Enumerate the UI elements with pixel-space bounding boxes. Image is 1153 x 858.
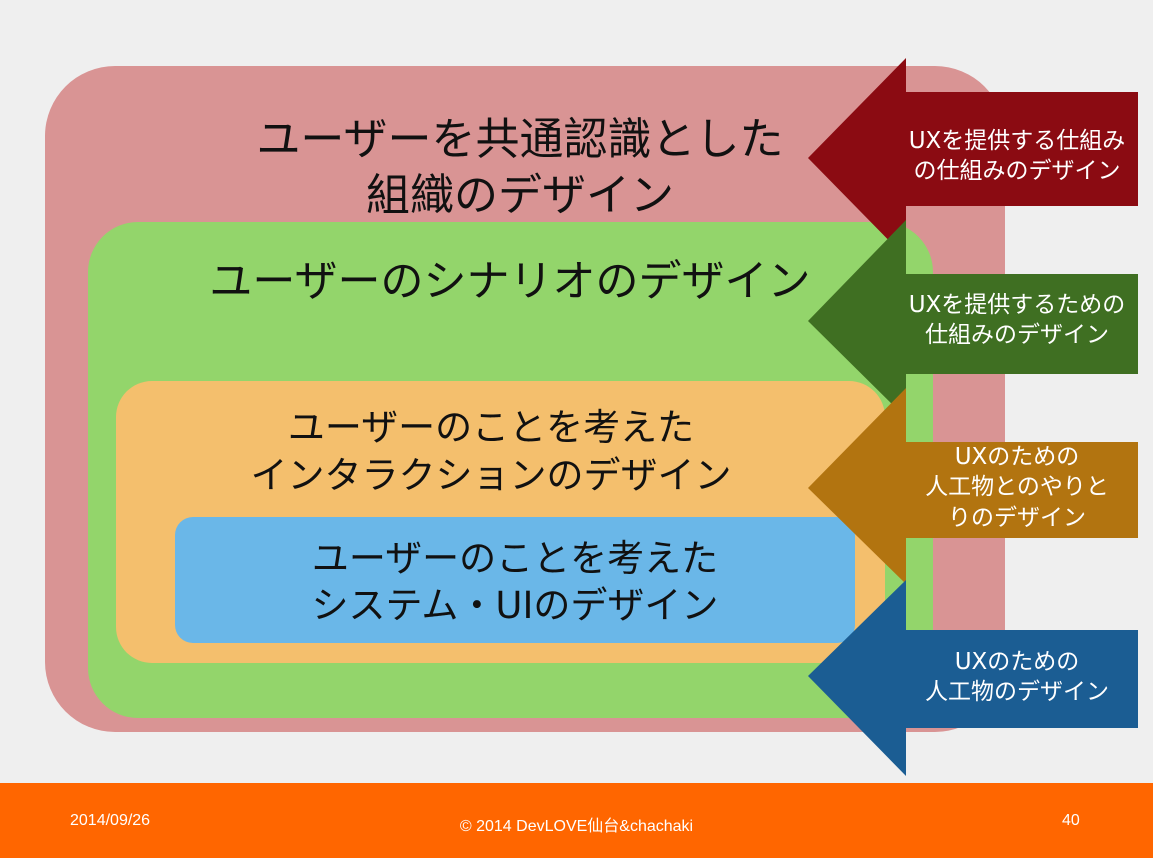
- layer-organization-title: ユーザーを共通認識とした組織のデザイン: [256, 114, 784, 221]
- layer-scenario-title: ユーザーのシナリオのデザイン: [209, 257, 811, 307]
- layer-interaction-title: ユーザーのことを考えたインタラクションのデザイン: [250, 406, 732, 498]
- footer-page-number: 40: [1062, 812, 1080, 829]
- layer-system-ui-title: ユーザーのことを考えたシステム・UIのデザイン: [311, 537, 719, 627]
- footer-copyright: © 2014 DevLOVE仙台&chachaki: [459, 818, 694, 835]
- layer-system-ui-box: [175, 517, 855, 643]
- arrow-interaction-shape: [808, 388, 1138, 584]
- footer-date: 2014/09/26: [70, 812, 151, 829]
- arrow-scenario: UXを提供するための仕組みのデザイン: [808, 220, 1153, 420]
- arrow-organization: UXを提供する仕組みの仕組みのデザイン: [808, 58, 1153, 258]
- arrow-system-ui-label: UXのための人工物のデザイン: [925, 649, 1109, 706]
- arrow-interaction-label: UXのための人工物とのやりとりのデザイン: [925, 444, 1109, 531]
- arrow-system-ui: UXのための人工物のデザイン: [808, 580, 1153, 780]
- arrow-organization-shape: [808, 58, 1138, 258]
- slide-footer: 2014/09/26 © 2014 DevLOVE仙台&chachaki 40: [0, 783, 1153, 858]
- arrow-interaction: UXのための人工物とのやりとりのデザイン: [808, 388, 1153, 588]
- arrow-organization-label: UXを提供する仕組みの仕組みのデザイン: [908, 128, 1126, 185]
- arrow-system-ui-shape: [808, 580, 1138, 776]
- arrow-scenario-label: UXを提供するための仕組みのデザイン: [908, 292, 1126, 349]
- arrow-scenario-shape: [808, 220, 1138, 418]
